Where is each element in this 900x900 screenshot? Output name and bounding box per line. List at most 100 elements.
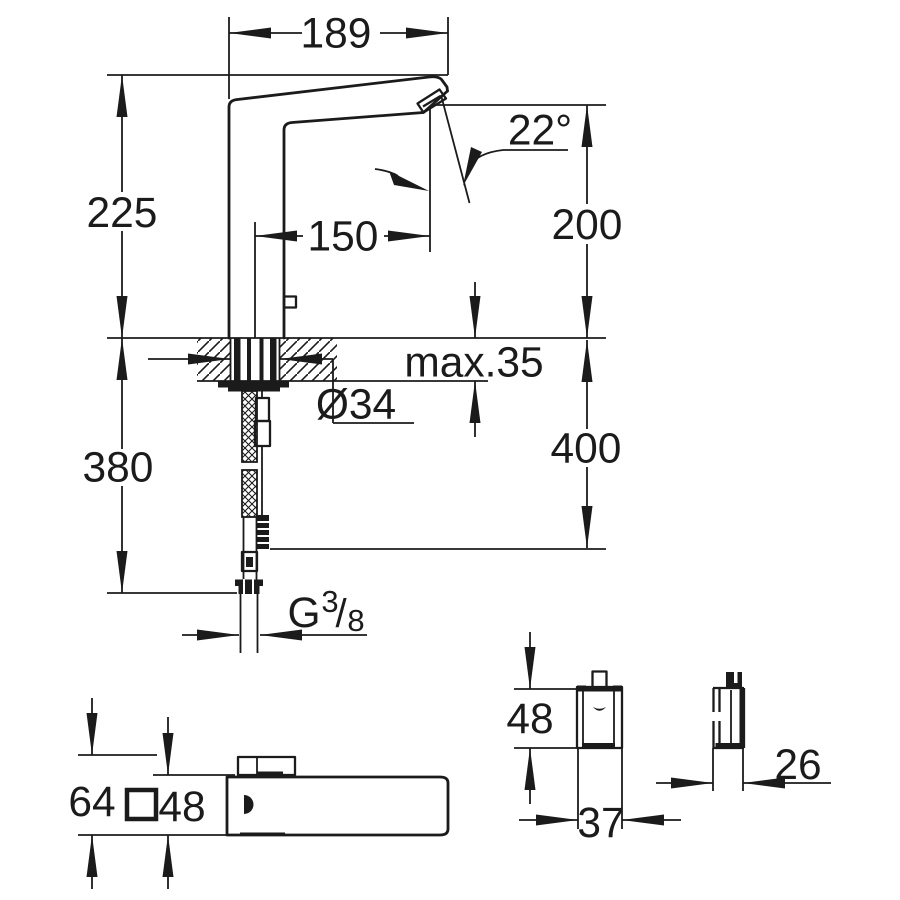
hose-label [240,550,259,573]
hose-nut-body [238,586,260,594]
braided-hose-lower [241,469,258,518]
ext-line [514,688,576,749]
dim-label-base-square: 48 [158,784,205,831]
shank-thread-band [247,338,251,381]
connection-tube [239,594,259,653]
square-profile-icon [124,787,159,822]
braided-hose-upper [241,390,258,463]
arrowhead [524,647,536,689]
arrowhead [229,27,271,39]
arrowhead [255,230,297,242]
arrowhead [463,147,482,186]
box-bottom-bar [582,743,615,749]
reference-lines [107,17,606,594]
nut-slits [243,579,254,594]
arrowhead [581,340,593,382]
arrowhead [116,338,128,380]
top-view: 64 48 [68,698,450,889]
box-inner-lines [582,691,615,743]
sensor-window-edge [257,771,283,776]
arrowhead [86,713,98,755]
dim-hole-diameter: Ø34 [148,353,414,429]
arrowhead [671,777,713,789]
arrowhead [536,814,578,826]
ext-line [712,748,744,791]
dim-label-outlet-angle: 22° [508,108,572,155]
aerator-outlet [416,88,448,114]
dim-label-spout-reach: 150 [308,214,379,261]
arrowhead [406,27,448,39]
aerator-slit [422,95,442,108]
shank-edges [229,338,281,381]
faucet-body-outline [227,75,449,340]
dim-outlet-angle: 22° [463,108,572,186]
dim-label-body-height: 225 [87,190,158,237]
supply-hoses [235,390,272,653]
thread-numerator: 3 [321,584,338,619]
dim-label-box-width: 37 [577,800,624,847]
arrowhead [86,835,98,877]
hose-label-mark [246,557,253,567]
dim-box-depth: 26 [656,742,831,789]
box-top-shoulder [613,685,622,691]
stream-angle-line [440,94,471,204]
sensor-activation-arrow [374,168,429,191]
arrowhead [581,105,593,147]
dim-thread-size: G 3 / 8 [182,584,367,641]
arrowhead [581,506,593,548]
box-top-edge [577,687,622,692]
control-box-front-view: 48 37 [506,632,681,847]
hose-nut-flange [235,579,263,586]
dim-spout-reach: 150 [255,214,430,261]
dim-label-total-width: 64 [68,779,115,826]
arrowhead [197,629,239,641]
box-connector-nub [591,670,608,689]
faucet-underside-outline [282,89,449,340]
arrowhead [188,353,230,365]
main-side-view: 189 225 150 200 400 [83,11,623,653]
dim-spout-width: 189 [229,11,448,58]
arrowhead [116,551,128,593]
dim-connection-length: 400 [551,340,622,548]
arrowhead [162,835,174,877]
dim-label-box-depth: 26 [774,742,821,789]
thread-slash: / [335,592,347,636]
dim-label-connection-length: 400 [551,426,622,473]
arrowhead [162,733,174,775]
thread-letter: G [287,590,320,637]
arrowhead [469,381,481,423]
ext-line [577,748,623,829]
thread-denominator: 8 [347,603,364,638]
dim-label-outlet-height: 200 [552,202,623,249]
power-plug [256,515,269,549]
arrowhead [389,171,429,191]
box-side-nub-slit [734,672,738,683]
aerator-edge-mark [240,832,285,836]
dim-hose-length: 380 [83,338,154,593]
mounting-shank [218,338,289,392]
arrowhead [743,777,785,789]
box-side-notch [711,712,721,721]
shank-thread-band [259,338,264,381]
arrowhead [260,629,302,641]
arrowhead [116,296,128,338]
dim-label-hole-diameter: Ø34 [316,382,396,429]
cable-connector-upper [254,396,271,423]
arrowhead [388,230,430,242]
plug-ribs [256,521,269,544]
mounting-flange [218,380,289,388]
dim-label-spout-width: 189 [301,11,372,58]
arrowhead [469,296,481,338]
control-box-side-view: 26 [656,672,831,791]
dim-label-hose-length: 380 [83,445,154,492]
cable-connector-lower [253,419,272,448]
brand-mark [593,707,606,711]
arrowhead [524,748,536,790]
outlet-mark [244,795,254,814]
box-top-shoulder [577,685,586,691]
box-side-bottom-bar [715,743,743,749]
dim-body-height: 225 [87,75,158,338]
arrowhead [581,296,593,338]
